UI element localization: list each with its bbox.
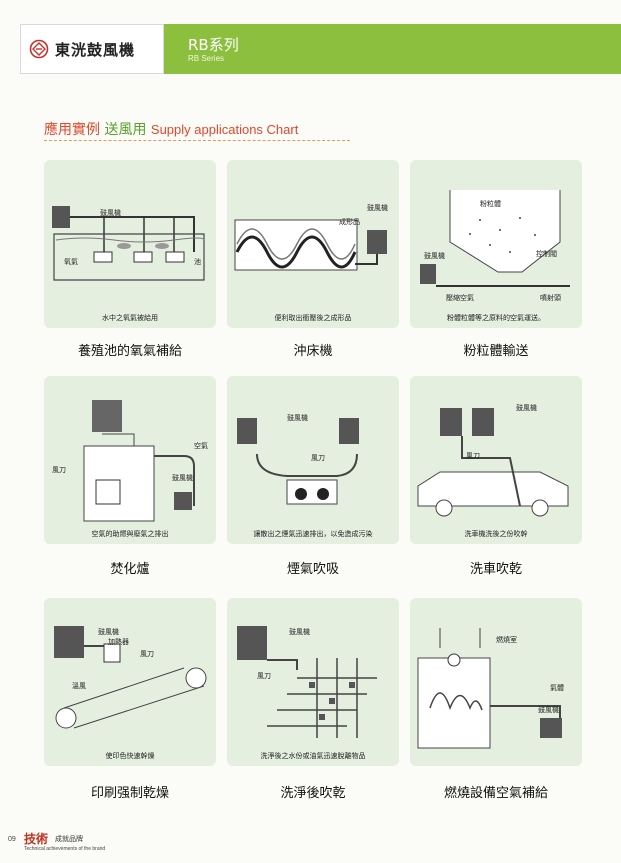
app-title: 煙氣吹吸 bbox=[286, 562, 339, 577]
label-knife: 風刀 bbox=[311, 454, 325, 462]
label-knife: 風刀 bbox=[52, 466, 66, 474]
card-caption: 洗淨後之水份或油氣迅速脫離物品 bbox=[260, 752, 366, 760]
label-blower: 鼓風機 bbox=[538, 705, 559, 714]
press-diagram: 鼓風機 成形品 bbox=[234, 203, 388, 271]
card-carwash: 鼓風機 風刀 洗車機洗後之份吹幹 bbox=[410, 376, 582, 544]
label-knife: 風刀 bbox=[140, 650, 154, 658]
blower-icon bbox=[472, 408, 494, 436]
app-title: 粉粒體輸送 bbox=[463, 344, 529, 359]
brand-logo-icon bbox=[29, 39, 49, 59]
section-title: 應用實例 送風用 Supply applications Chart bbox=[44, 119, 298, 139]
label-knife: 風刀 bbox=[466, 452, 480, 460]
section-title-red: 應用實例 bbox=[44, 122, 100, 138]
card-caption: 粉體粒體等之原料的空氣運送。 bbox=[447, 314, 545, 322]
card-caption: 水中之氧氣被給用 bbox=[102, 314, 158, 322]
card-caption: 空氣的助燃與廢氣之排出 bbox=[91, 530, 169, 538]
page-header: 東洸鼓風機 RB系列 RB Series bbox=[0, 24, 621, 74]
blower-icon bbox=[540, 718, 562, 738]
series-banner: RB系列 RB Series bbox=[164, 24, 621, 74]
label-blower: 鼓風機 bbox=[289, 627, 310, 636]
label-blower: 鼓風機 bbox=[98, 627, 119, 636]
app-title: 洗淨後吹乾 bbox=[280, 786, 346, 801]
section-divider bbox=[44, 140, 350, 141]
label-blower: 鼓風機 bbox=[516, 403, 537, 412]
label-air: 空氣 bbox=[194, 441, 208, 450]
label-air: 壓縮空氣 bbox=[446, 293, 474, 302]
app-title: 沖床機 bbox=[293, 344, 333, 359]
section-title-en: Supply applications Chart bbox=[150, 122, 299, 137]
label-pond: 池 bbox=[194, 257, 201, 266]
label-knife: 風刀 bbox=[257, 672, 271, 680]
blower-icon bbox=[420, 264, 436, 284]
label-valve: 控制閥 bbox=[536, 249, 557, 258]
app-title: 焚化爐 bbox=[110, 562, 150, 577]
footer-slogan-main: 技術 bbox=[24, 832, 49, 846]
footer-slogan-sub: 成就品牌 bbox=[55, 835, 83, 843]
card-fume: 鼓風機 風刀 讓散出之煙氣迅速排出，以免造成污染 bbox=[227, 376, 399, 544]
footer-slogan-en: Technical achievements of the brand bbox=[24, 846, 106, 852]
blower-icon bbox=[237, 626, 267, 660]
app-title: 洗車吹乾 bbox=[469, 562, 522, 577]
card-fish-pond: 鼓風機 氧氣 池 水中之氧氣被給用 bbox=[44, 160, 216, 328]
blower-icon bbox=[174, 492, 192, 510]
card-powder: 粉粒體 鼓風機 控制閥 壓縮空氣 噴射頭 粉體粒體等之原料的空氣運送。 bbox=[410, 160, 582, 328]
page-number: 09 bbox=[8, 836, 16, 843]
app-title: 印刷强制乾燥 bbox=[90, 786, 169, 801]
card-wash-dry: 鼓風機 風刀 洗淨後之水份或油氣迅速脫離物品 bbox=[227, 598, 399, 766]
label-blower: 鼓風機 bbox=[172, 473, 193, 482]
series-title: RB系列 bbox=[188, 36, 239, 54]
page-footer: 09 技術 成就品牌 Technical achievements of the… bbox=[0, 825, 621, 863]
label-nozzle: 噴射頭 bbox=[540, 293, 561, 302]
card-press: 鼓風機 成形品 便利取出衝壓後之成形品 bbox=[227, 160, 399, 328]
series-subtitle: RB Series bbox=[188, 54, 225, 63]
blower-icon bbox=[440, 408, 462, 436]
fish-pond-diagram: 鼓風機 氧氣 池 bbox=[52, 206, 205, 281]
card-printing: 鼓風機 加熱器 風刀 溫風 使印色快速幹燥 bbox=[44, 598, 216, 766]
card-caption: 讓散出之煙氣迅速排出，以免造成污染 bbox=[253, 530, 373, 538]
card-caption: 洗車機洗後之份吹幹 bbox=[464, 530, 528, 538]
blower-icon bbox=[339, 418, 359, 444]
fume-diagram: 鼓風機 風刀 bbox=[237, 413, 359, 505]
card-caption: 使印色快速幹燥 bbox=[105, 752, 155, 760]
powder-diagram: 粉粒體 鼓風機 控制閥 壓縮空氣 噴射頭 bbox=[420, 190, 570, 302]
app-title: 養殖池的氧氣補給 bbox=[77, 344, 182, 359]
label-product: 成形品 bbox=[339, 217, 360, 226]
label-blower: 鼓風機 bbox=[367, 203, 388, 212]
label-gas: 氣體 bbox=[550, 683, 564, 692]
brand-logo-box: 東洸鼓風機 bbox=[20, 24, 164, 74]
carwash-diagram: 鼓風機 風刀 bbox=[417, 403, 569, 517]
printing-diagram: 鼓風機 加熱器 風刀 溫風 bbox=[54, 626, 207, 729]
card-caption: 便利取出衝壓後之成形品 bbox=[274, 314, 352, 322]
label-chamber: 燃燒室 bbox=[496, 635, 517, 644]
label-blower: 鼓風機 bbox=[100, 208, 121, 217]
incinerator-diagram: 空氣 風刀 鼓風機 bbox=[52, 400, 208, 522]
blower-icon bbox=[52, 206, 70, 228]
combustion-diagram: 燃燒室 氣體 鼓風機 bbox=[417, 628, 564, 749]
label-oxygen: 氧氣 bbox=[64, 257, 78, 266]
label-powder: 粉粒體 bbox=[480, 199, 501, 208]
app-title: 燃燒設備空氣補給 bbox=[443, 786, 548, 801]
label-heater: 加熱器 bbox=[108, 637, 129, 646]
wash-dry-diagram: 鼓風機 風刀 bbox=[237, 626, 377, 738]
blower-icon bbox=[54, 626, 84, 658]
label-blower: 鼓風機 bbox=[287, 413, 308, 422]
blower-icon bbox=[237, 418, 257, 444]
brand-name: 東洸鼓風機 bbox=[55, 40, 136, 59]
section-title-green: 送風用 bbox=[104, 122, 147, 138]
label-warm: 溫風 bbox=[72, 681, 86, 690]
card-combustion: 燃燒室 氣體 鼓風機 bbox=[410, 598, 582, 766]
label-blower: 鼓風機 bbox=[424, 251, 445, 260]
card-incinerator: 空氣 風刀 鼓風機 空氣的助燃與廢氣之排出 bbox=[44, 376, 216, 544]
blower-icon bbox=[367, 230, 387, 254]
